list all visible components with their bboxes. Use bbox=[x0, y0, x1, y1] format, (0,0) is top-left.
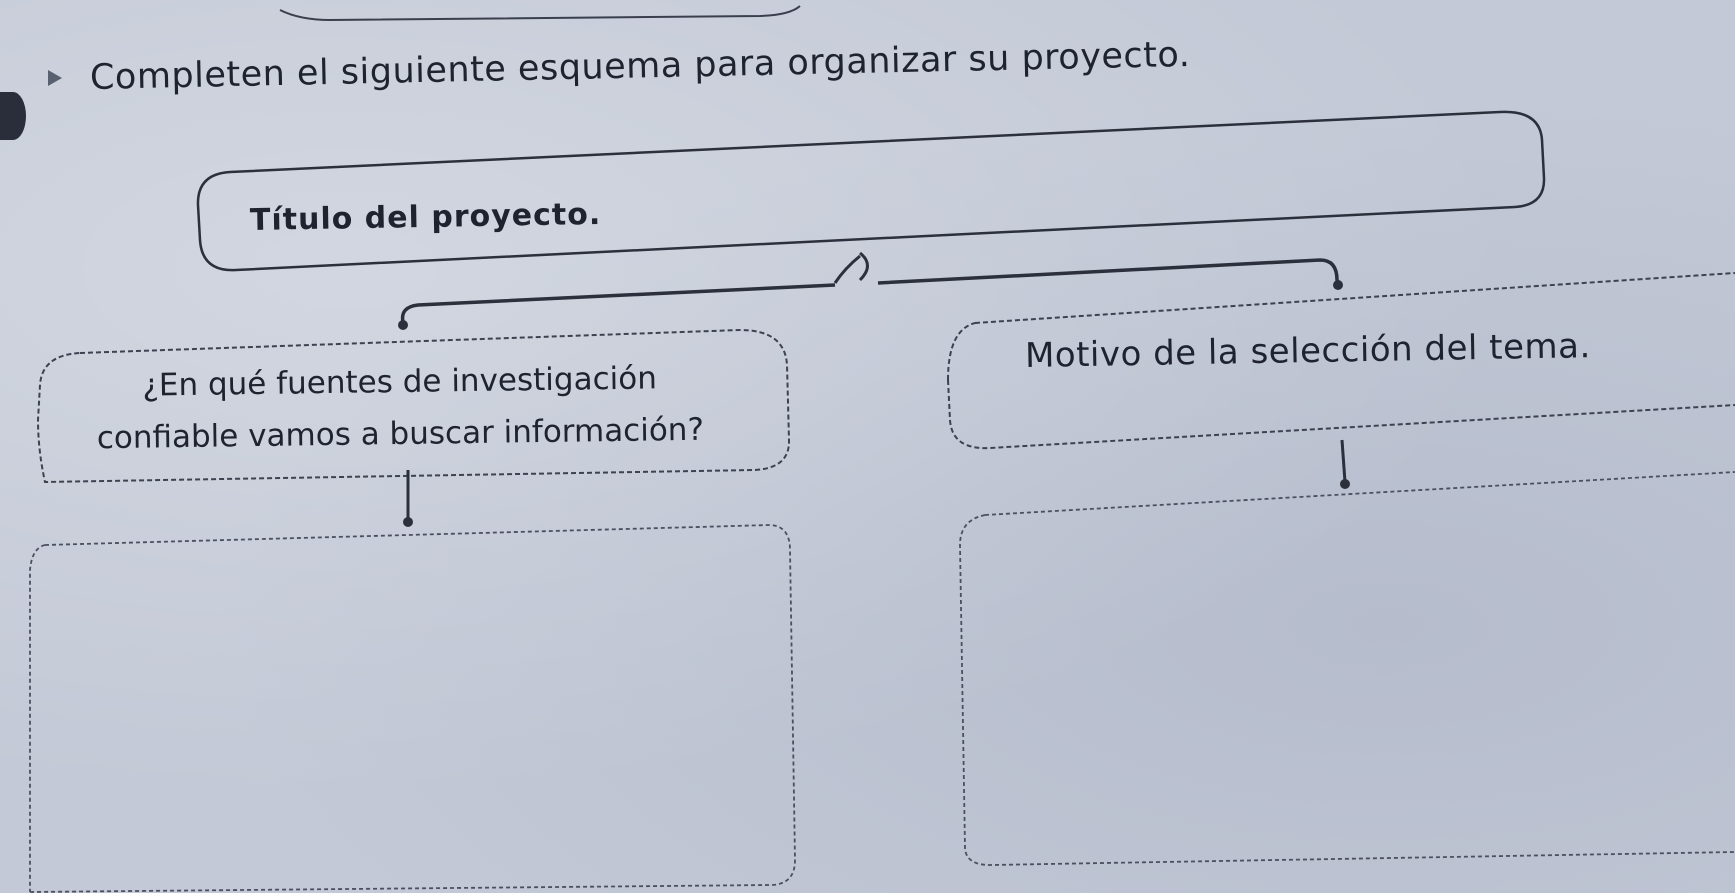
title-box-outline bbox=[196, 110, 1546, 272]
left-down-dot bbox=[403, 517, 413, 527]
top-box-edge bbox=[279, 5, 801, 22]
right-answer-box bbox=[959, 471, 1735, 866]
left-branch-dot bbox=[398, 320, 408, 330]
research-sources-question: ¿En qué fuentes de investigación confiab… bbox=[39, 351, 760, 465]
right-branch-dot bbox=[1333, 280, 1343, 290]
bullet-triangle-icon bbox=[48, 70, 62, 86]
right-down-dot bbox=[1340, 479, 1350, 489]
right-down-connector bbox=[1340, 439, 1347, 483]
left-branch-line bbox=[400, 283, 836, 323]
right-motivo-box bbox=[947, 272, 1735, 450]
right-branch-line bbox=[877, 258, 1340, 285]
title-connector bbox=[833, 251, 869, 284]
research-sources-line-2: confiable vamos a buscar información? bbox=[96, 411, 705, 457]
project-title-field[interactable]: Título del proyecto. bbox=[249, 196, 602, 238]
activity-icon bbox=[0, 92, 26, 140]
left-question-box bbox=[36, 328, 791, 484]
left-answer-box bbox=[29, 524, 796, 893]
